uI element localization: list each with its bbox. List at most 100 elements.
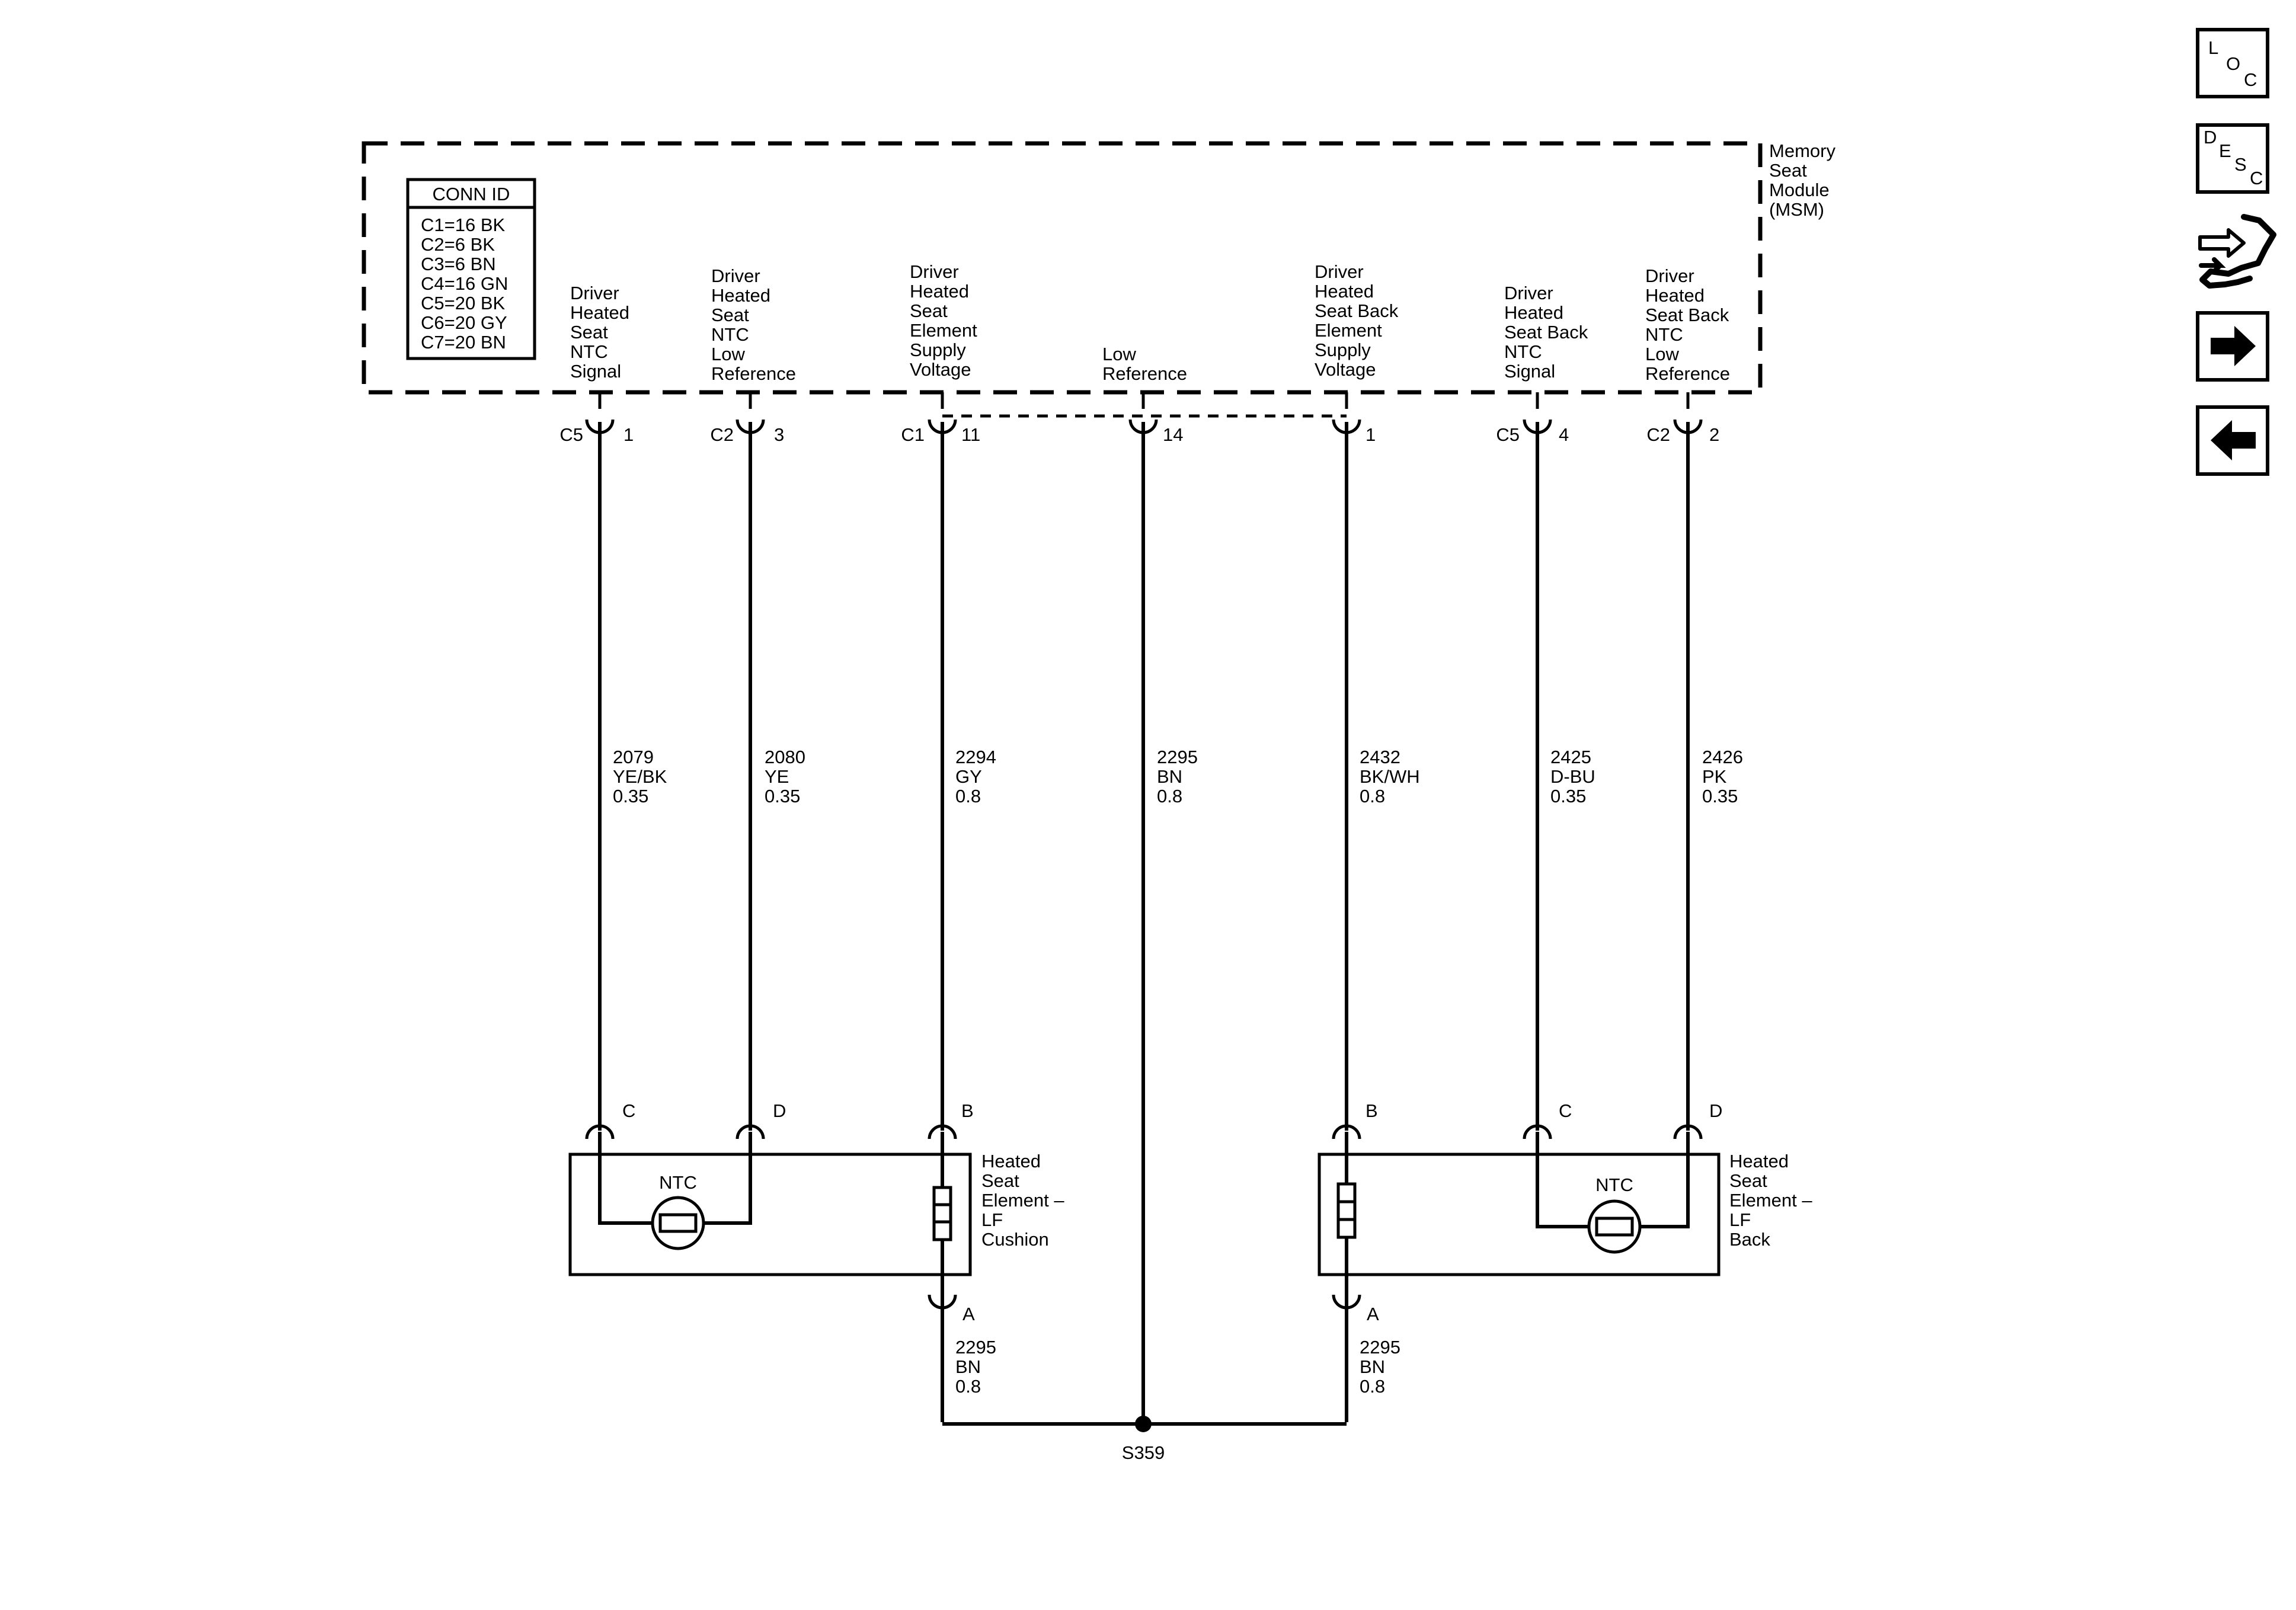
- loc-letter: L: [2208, 37, 2218, 58]
- element-pin: D: [773, 1100, 786, 1121]
- wire-label-line: 0.35: [1550, 786, 1586, 806]
- desc-button[interactable]: D E S C: [2196, 123, 2269, 194]
- ntc-thermistor-icon: [1587, 1199, 1642, 1254]
- circuit-label-line: Low: [1645, 344, 1679, 364]
- circuit-label-line: Supply: [1315, 340, 1371, 360]
- splice-point: [1135, 1416, 1152, 1432]
- circuit-label-line: NTC: [1645, 324, 1683, 345]
- circuit-label-line: Heated: [1645, 285, 1705, 306]
- circuit-label-line: Driver: [1645, 265, 1694, 286]
- memory-seat-module: Memory Seat Module (MSM) CONN ID C1=16 B…: [362, 140, 1835, 418]
- wire-label-line: 0.35: [613, 786, 648, 806]
- ground-pin: A: [962, 1304, 975, 1324]
- circuit-label-line: Seat: [910, 300, 948, 321]
- circuit-label-line: Heated: [711, 285, 770, 306]
- wire-label-line: 0.8: [955, 1376, 981, 1397]
- next-button[interactable]: [2196, 311, 2269, 382]
- element-name-line: Heated: [981, 1151, 1041, 1172]
- prev-button[interactable]: [2196, 405, 2269, 476]
- element-name-line: LF: [981, 1209, 1003, 1230]
- circuit-label-line: Seat Back: [1504, 322, 1588, 343]
- wire-label-line: 0.8: [1360, 1376, 1385, 1397]
- circuit-label-line: Reference: [1645, 363, 1730, 384]
- wire-label-line: BN: [1360, 1356, 1385, 1377]
- loc-letter: C: [2244, 69, 2257, 90]
- circuit-label-line: Driver: [1315, 261, 1364, 282]
- wire-label-line: GY: [955, 766, 982, 787]
- element-name-line: Seat: [981, 1170, 1019, 1191]
- ground-pin: A: [1367, 1304, 1379, 1324]
- element-name-line: Element –: [1729, 1190, 1812, 1211]
- loc-button[interactable]: L O C: [2196, 28, 2269, 98]
- desc-letter: D: [2204, 127, 2217, 148]
- conn-id-row: C4=16 GN: [421, 273, 508, 294]
- wire-label-line: 2295: [1157, 747, 1198, 767]
- wire-label-line: 0.35: [1702, 786, 1738, 806]
- circuit-label-line: Driver: [1504, 283, 1553, 303]
- element-top-pins: C D B B C D: [585, 1100, 1722, 1154]
- circuit-label-line: Reference: [711, 363, 796, 384]
- wire-label-line: 0.8: [1157, 786, 1182, 806]
- element-pin: D: [1709, 1100, 1722, 1121]
- wire-label-line: YE/BK: [613, 766, 667, 787]
- element-name-line: Heated: [1729, 1151, 1789, 1172]
- element-pin: B: [1366, 1100, 1378, 1121]
- wire-label-line: 2295: [955, 1337, 996, 1358]
- element-name-line: Element –: [981, 1190, 1064, 1211]
- circuit-label-line: Heated: [910, 281, 969, 302]
- wire-label-line: BN: [1157, 766, 1182, 787]
- element-name-line: Seat: [1729, 1170, 1767, 1191]
- circuit-label-line: NTC: [570, 341, 608, 362]
- connector-end-view-icon[interactable]: [2198, 214, 2276, 289]
- heating-element-icon: [1336, 1182, 1357, 1239]
- circuit-label-line: Voltage: [910, 359, 971, 380]
- circuit-label-line: Signal: [1504, 361, 1555, 382]
- wires: [598, 422, 1690, 1422]
- conn-id-row: C6=20 GY: [421, 312, 507, 333]
- wire-label-line: 2294: [955, 747, 996, 767]
- ntc-label: NTC: [1595, 1174, 1633, 1195]
- element-pin: C: [1559, 1100, 1572, 1121]
- pin-number: 14: [1163, 424, 1183, 445]
- pin-number: 2: [1709, 424, 1719, 445]
- circuit-label-line: Heated: [1315, 281, 1374, 302]
- circuit-label-line: Low: [711, 344, 745, 364]
- conn-id-row: C5=20 BK: [421, 293, 506, 313]
- pin-number: 4: [1559, 424, 1569, 445]
- circuit-label-line: Seat Back: [1645, 305, 1729, 325]
- ntc-thermistor-icon: [651, 1196, 705, 1250]
- nav-buttons: L O C D E S C: [2196, 28, 2276, 476]
- loc-letter: O: [2226, 53, 2240, 74]
- pin-number: 1: [623, 424, 634, 445]
- element-name-line: Back: [1729, 1229, 1770, 1250]
- wire-label-line: 2426: [1702, 747, 1743, 767]
- conn-id-row: C2=6 BK: [421, 234, 495, 255]
- circuit-label-line: Element: [1315, 320, 1382, 341]
- circuit-label-line: Voltage: [1315, 359, 1376, 380]
- conn-id-row: C1=16 BK: [421, 215, 506, 235]
- circuit-label-line: NTC: [711, 324, 749, 345]
- pin-number: 1: [1366, 424, 1376, 445]
- wire-label-line: 0.8: [1360, 786, 1385, 806]
- pin-number: 3: [774, 424, 784, 445]
- conn-id-table: CONN ID C1=16 BK C2=6 BK C3=6 BN C4=16 G…: [406, 178, 536, 360]
- wire-labels: 2079 YE/BK 0.35 2080 YE 0.35 2294 GY 0.8…: [613, 747, 1743, 806]
- heated-seat-element-cushion: NTC Heated Seat Element – LF Cushion: [568, 1151, 1064, 1276]
- element-pin: C: [622, 1100, 635, 1121]
- wire-label-line: 2079: [613, 747, 654, 767]
- wire-label-line: PK: [1702, 766, 1727, 787]
- conn-id-row: C3=6 BN: [421, 254, 496, 274]
- ntc-label: NTC: [659, 1172, 697, 1193]
- module-name-line: Seat: [1769, 160, 1807, 181]
- conn-id-title: CONN ID: [433, 184, 510, 204]
- wire-label-line: BK/WH: [1360, 766, 1420, 787]
- desc-letter: S: [2234, 154, 2247, 175]
- circuit-label-line: Driver: [910, 261, 959, 282]
- circuit-label-line: Seat Back: [1315, 300, 1399, 321]
- module-name-line: Memory: [1769, 140, 1835, 161]
- arrow-left-icon: [2211, 420, 2256, 460]
- circuit-label-line: Element: [910, 320, 977, 341]
- wire-label-line: YE: [765, 766, 789, 787]
- circuit-label-line: Reference: [1102, 363, 1187, 384]
- wire-label-line: 2432: [1360, 747, 1400, 767]
